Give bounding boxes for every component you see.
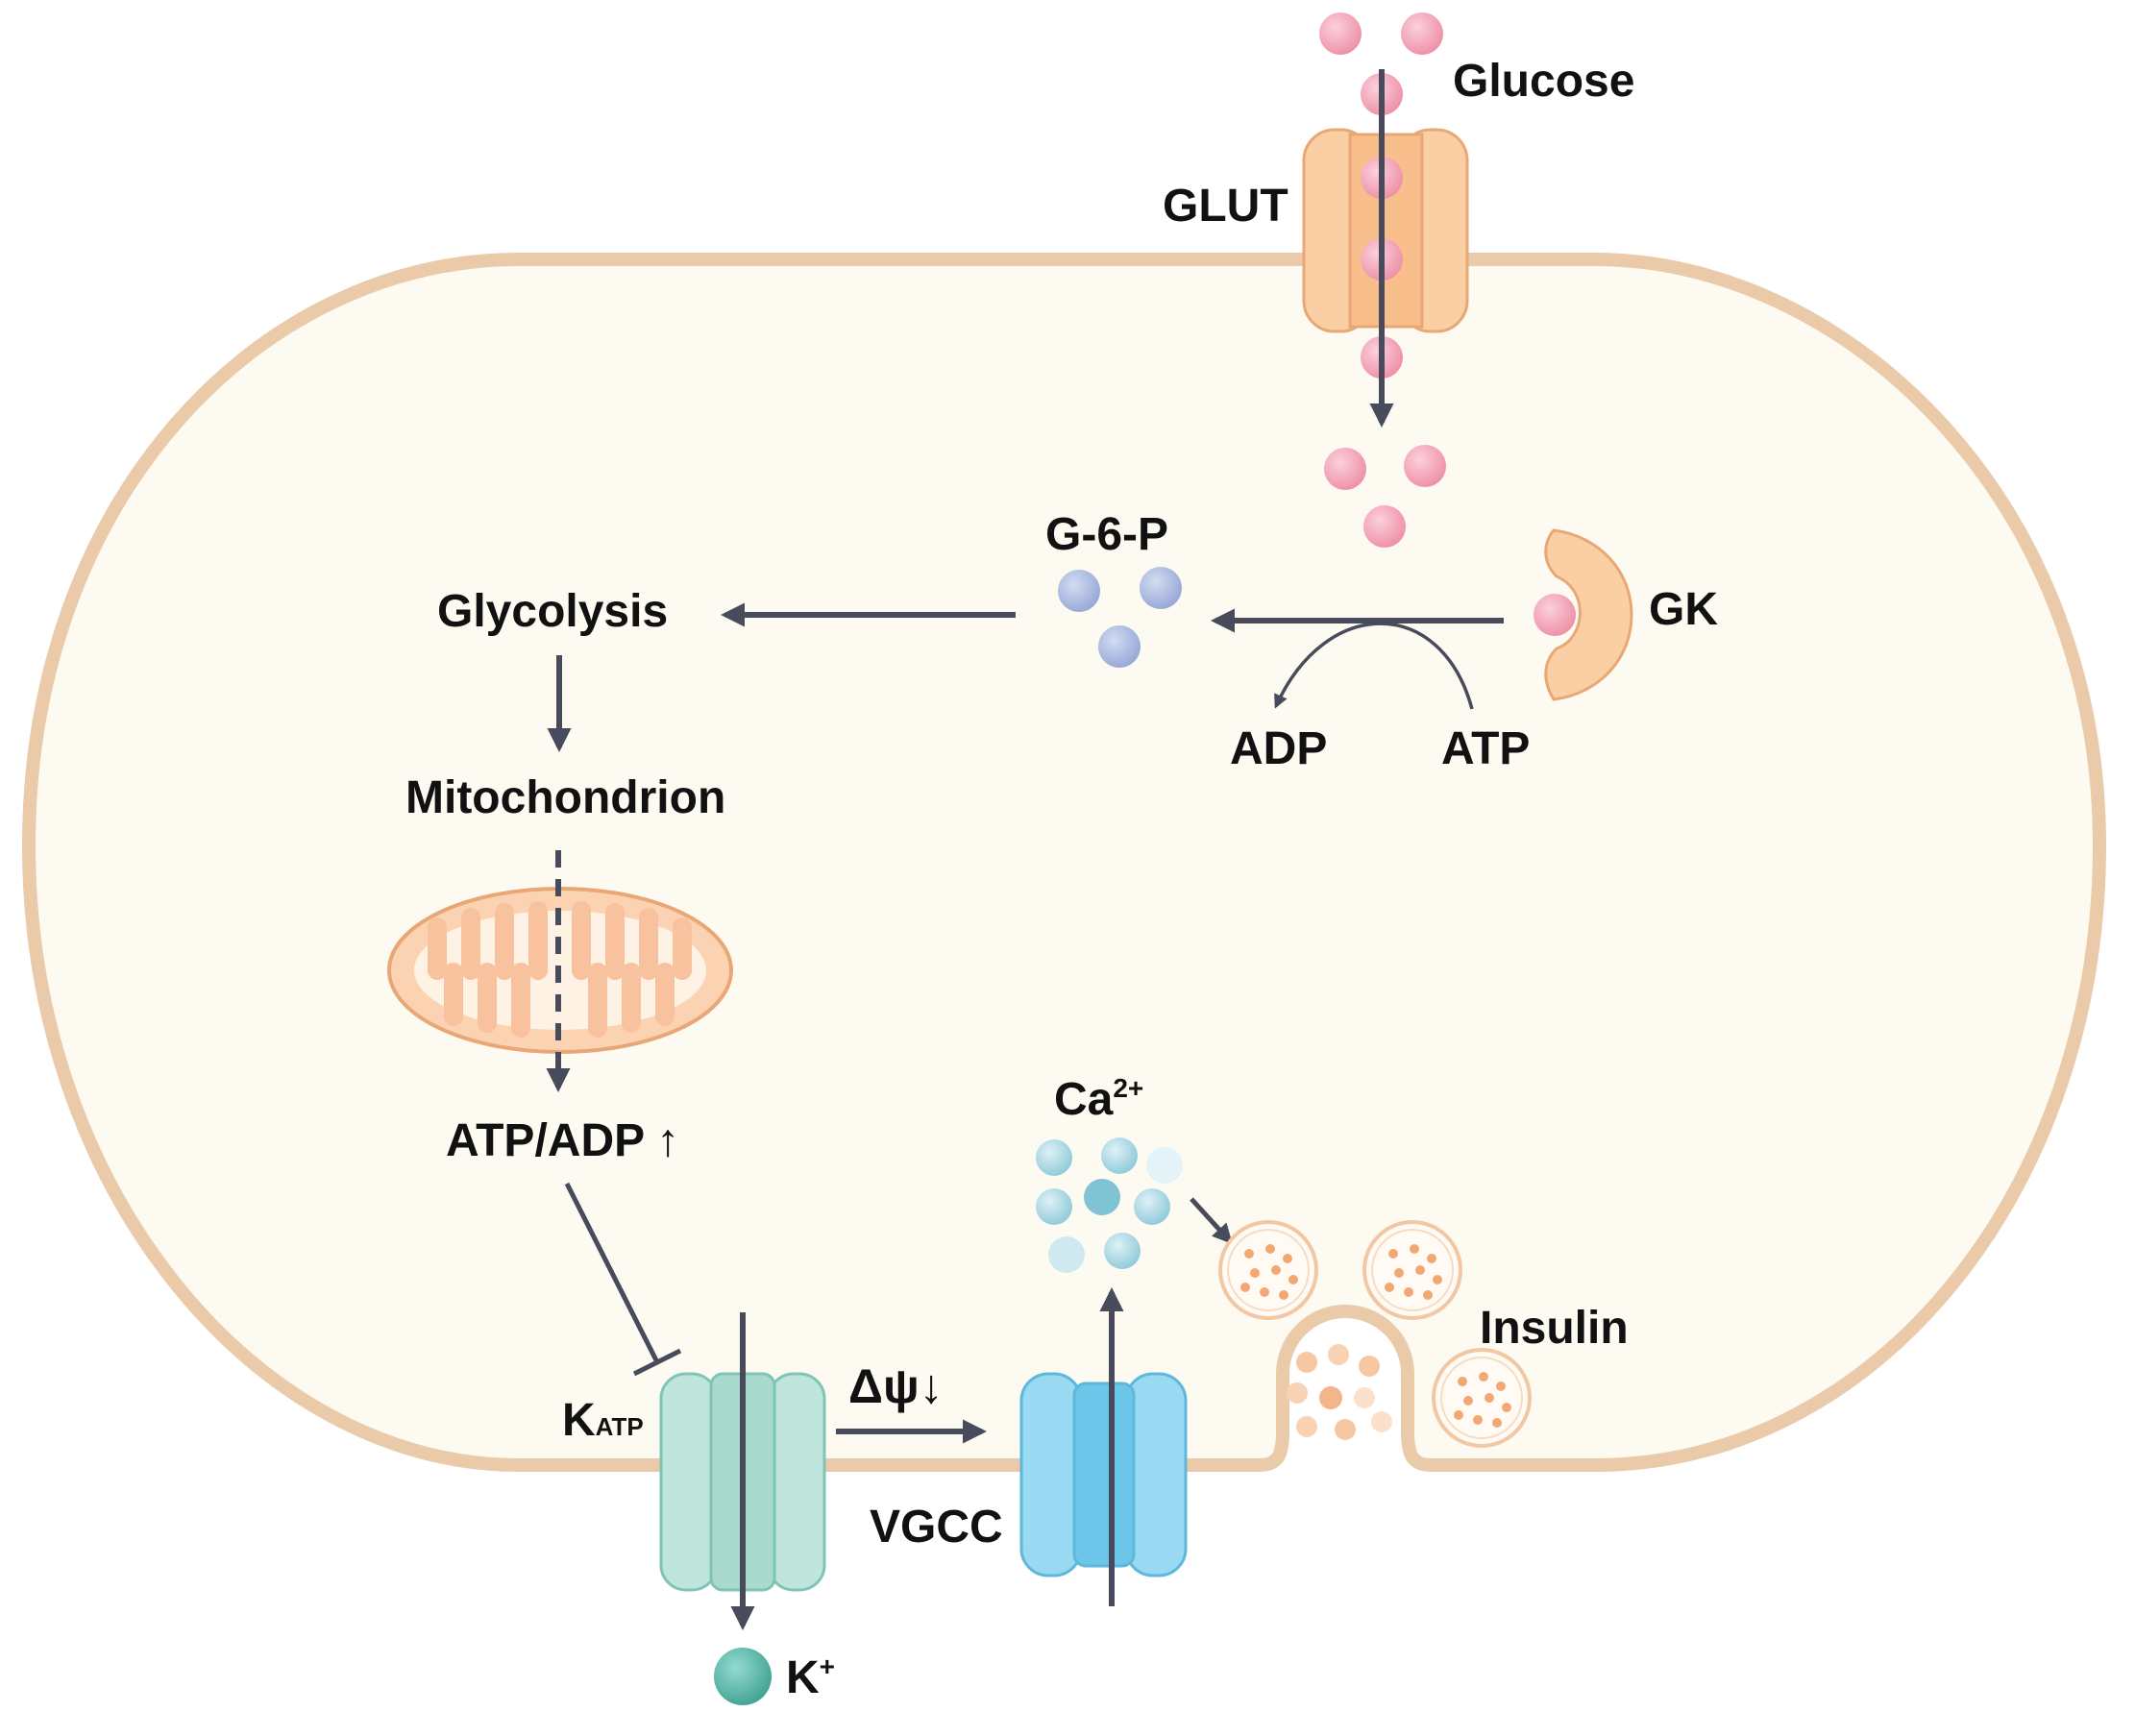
- atp-adp-inhibition: [564, 1182, 682, 1377]
- potassium-label: K+: [786, 1651, 835, 1703]
- insulin-granule: [1218, 1220, 1318, 1320]
- insulin-granule: [1432, 1348, 1532, 1448]
- calcium-ion: [1134, 1188, 1170, 1225]
- glut-transporter: [1302, 128, 1469, 333]
- calcium-ion: [1146, 1147, 1183, 1184]
- insulin-label: Insulin: [1480, 1303, 1629, 1354]
- glucose-molecule: [1319, 12, 1362, 55]
- calcium-ion: [1048, 1236, 1085, 1273]
- adp-label: ADP: [1230, 723, 1327, 774]
- potassium-ion: [714, 1648, 772, 1705]
- vgcc-label: VGCC: [870, 1502, 1003, 1553]
- calcium-ion: [1036, 1139, 1072, 1176]
- calcium-ion: [1036, 1188, 1072, 1225]
- g6p-molecules: [1058, 567, 1182, 668]
- calcium-ion: [1101, 1137, 1138, 1174]
- glucose-molecule: [1401, 12, 1443, 55]
- cell-membrane: [21, 253, 2107, 1472]
- vgcc-channel: [1019, 1372, 1188, 1577]
- atp-to-adp-arrow: [1274, 622, 1474, 710]
- gk-enzyme: [1534, 528, 1633, 701]
- released-insulin: [1287, 1344, 1392, 1440]
- glucose-molecule: [1404, 445, 1446, 487]
- glycolysis-label: Glycolysis: [437, 586, 668, 637]
- calcium-ion: [1084, 1179, 1120, 1215]
- g6p-molecule: [1098, 625, 1141, 668]
- atp-label: ATP: [1441, 723, 1530, 774]
- g6p-label: G-6-P: [1045, 509, 1168, 560]
- glucose-molecule: [1534, 594, 1576, 636]
- calcium-label: Ca2+: [1054, 1073, 1143, 1125]
- cell: [21, 253, 2107, 1472]
- gk-label: GK: [1649, 584, 1718, 635]
- calcium-ion: [1104, 1233, 1141, 1269]
- mitochondrion-label: Mitochondrion: [405, 772, 725, 823]
- katp-label: KATP: [562, 1395, 644, 1446]
- delta-psi-label: Δψ↓: [848, 1359, 944, 1413]
- glut-label: GLUT: [1163, 181, 1288, 232]
- glucose-label: Glucose: [1453, 56, 1634, 107]
- calcium-ions: [1036, 1137, 1183, 1273]
- atp-adp-ratio-label: ATP/ADP↑: [446, 1115, 679, 1166]
- glucose-molecule: [1324, 448, 1366, 490]
- insulin-granules: [1218, 1220, 1532, 1448]
- insulin-granule: [1362, 1220, 1462, 1320]
- calcium-to-granule-arrow: [1190, 1197, 1233, 1245]
- g6p-molecule: [1140, 567, 1182, 609]
- glucose-molecule: [1363, 505, 1406, 548]
- g6p-molecule: [1058, 570, 1100, 612]
